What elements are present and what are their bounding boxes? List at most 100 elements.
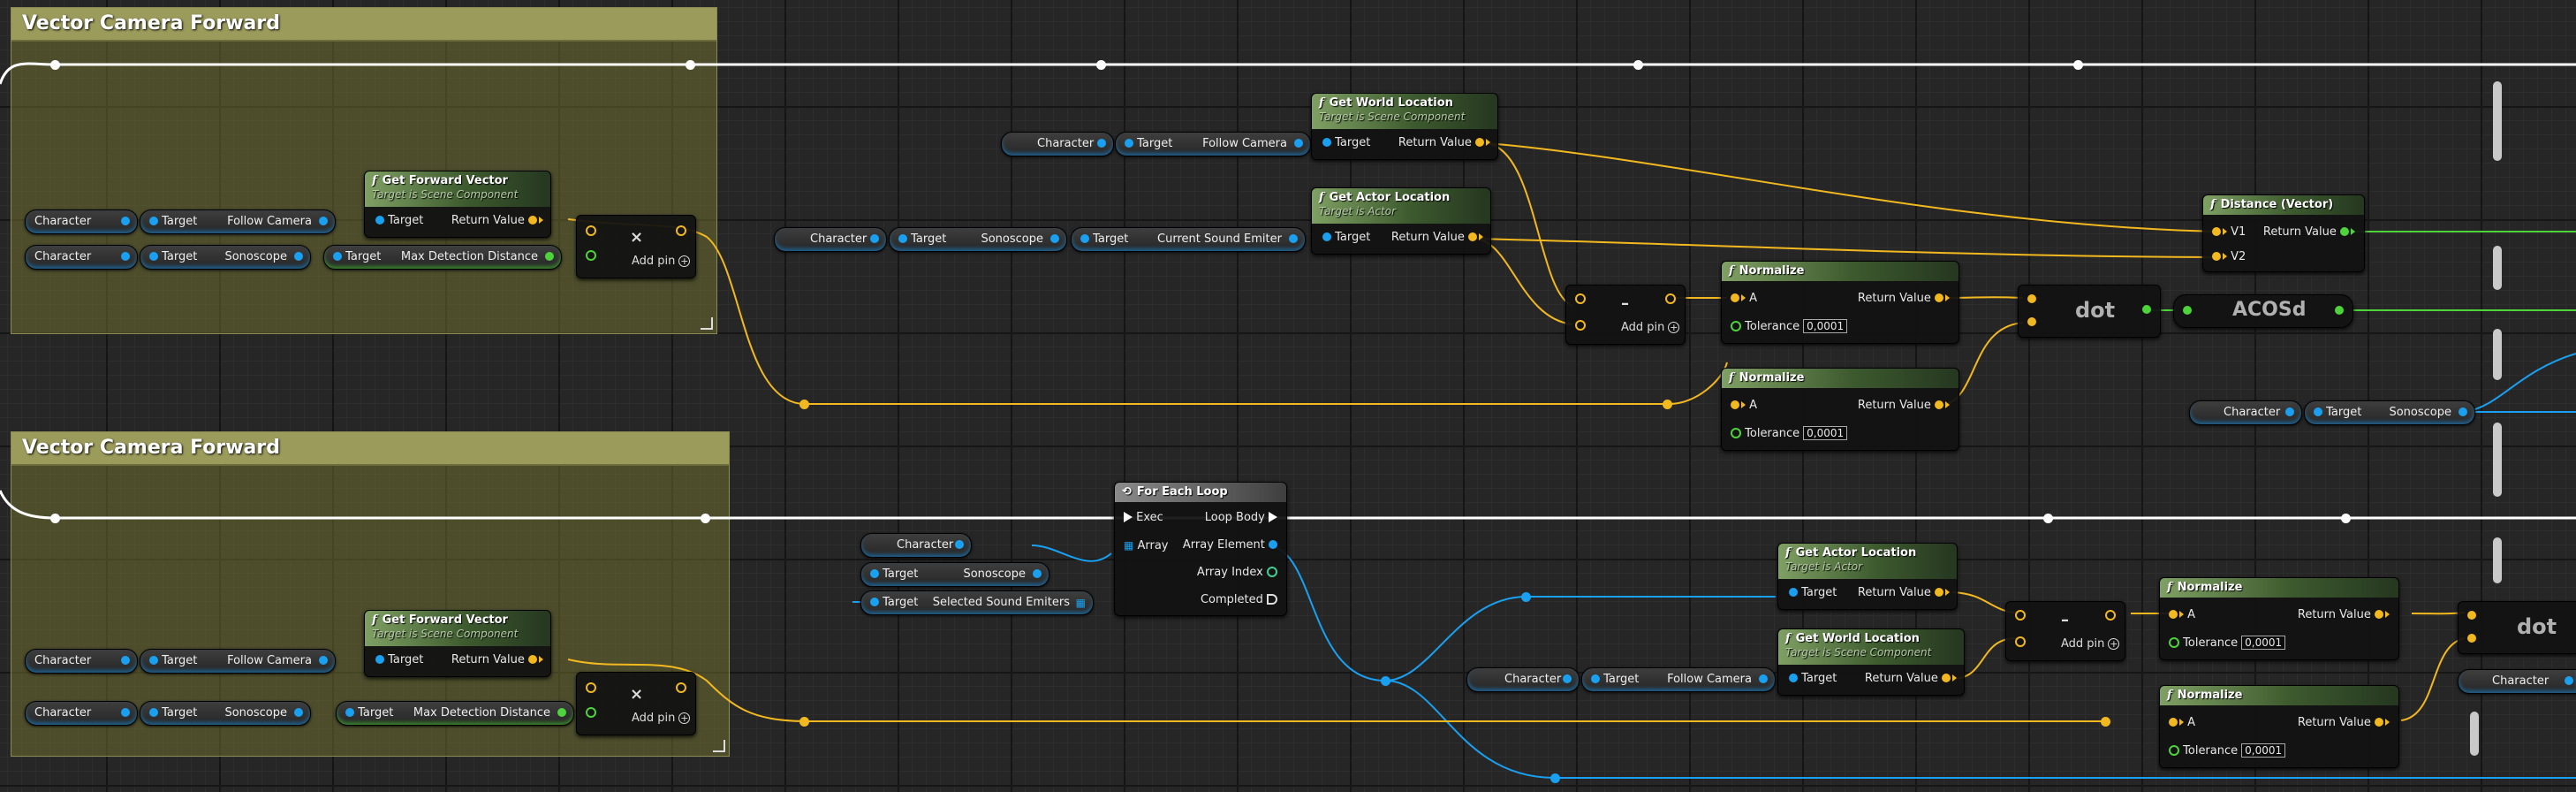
array-input-pin[interactable]: ▦ Array bbox=[1124, 537, 1169, 554]
input-pin-b[interactable] bbox=[586, 704, 596, 722]
target-input-pin[interactable]: Target bbox=[1322, 134, 1370, 152]
sonoscope-getter[interactable]: Target Sonoscope bbox=[860, 562, 1049, 587]
target-input-pin[interactable]: Target bbox=[375, 651, 423, 669]
output-pin[interactable] bbox=[2142, 301, 2151, 319]
return-value-output-pin[interactable]: Return Value bbox=[1398, 134, 1490, 152]
object-pin[interactable] bbox=[121, 650, 130, 673]
reroute-node[interactable] bbox=[1096, 60, 1106, 70]
object-pin[interactable] bbox=[870, 228, 879, 251]
sonoscope-getter[interactable]: Target Sonoscope bbox=[140, 245, 311, 270]
float-pin[interactable] bbox=[545, 246, 554, 269]
target-pin[interactable]: Target bbox=[149, 702, 197, 725]
reroute-node[interactable] bbox=[50, 60, 60, 70]
array-element-output-pin[interactable]: Array Element bbox=[1183, 537, 1277, 554]
float-pin[interactable] bbox=[557, 702, 566, 725]
max-detection-distance-getter[interactable]: Target Max Detection Distance bbox=[323, 245, 562, 270]
return-value-output-pin[interactable]: Return Value bbox=[451, 651, 543, 669]
reroute-node[interactable] bbox=[686, 60, 695, 70]
multiply-node[interactable]: × Add pin+ bbox=[576, 215, 696, 278]
resize-grip[interactable] bbox=[713, 740, 725, 752]
sonoscope-getter[interactable]: Target Sonoscope bbox=[140, 701, 311, 726]
object-pin[interactable] bbox=[955, 534, 964, 557]
b-input-pin[interactable] bbox=[2027, 314, 2036, 331]
sonoscope-getter[interactable]: Target Sonoscope bbox=[889, 227, 1067, 252]
add-pin-button[interactable]: Add pin+ bbox=[2061, 637, 2120, 651]
object-pin[interactable] bbox=[1033, 563, 1042, 586]
reroute-node[interactable] bbox=[701, 514, 710, 523]
character-variable[interactable]: Character bbox=[25, 701, 138, 726]
tolerance-field[interactable]: 0,0001 bbox=[1803, 319, 1848, 333]
subtract-node[interactable]: – Add pin+ bbox=[2005, 601, 2125, 661]
a-input-pin[interactable]: A bbox=[2169, 714, 2195, 732]
comment-box-top[interactable]: Vector Camera Forward bbox=[11, 7, 717, 334]
character-variable[interactable]: Character bbox=[25, 245, 138, 270]
loop-body-output-pin[interactable]: Loop Body bbox=[1205, 509, 1277, 527]
input-pin-a[interactable] bbox=[1575, 291, 1586, 308]
a-input-pin[interactable]: A bbox=[2169, 606, 2195, 624]
target-pin[interactable]: Target bbox=[898, 228, 946, 251]
return-value-output-pin[interactable]: Return Value bbox=[2298, 714, 2390, 732]
character-variable[interactable]: Character bbox=[25, 649, 138, 674]
return-value-output-pin[interactable]: Return Value bbox=[1865, 670, 1957, 688]
output-pin[interactable] bbox=[676, 680, 686, 697]
object-pin[interactable] bbox=[121, 702, 130, 725]
reroute-node[interactable] bbox=[2341, 514, 2351, 523]
output-pin[interactable] bbox=[2335, 302, 2344, 320]
character-variable[interactable]: Character bbox=[1466, 667, 1580, 692]
acosd-node[interactable]: ACOSd bbox=[2173, 294, 2353, 328]
object-pin[interactable] bbox=[1563, 668, 1572, 691]
return-value-output-pin[interactable]: Return Value bbox=[1858, 397, 1950, 415]
character-variable[interactable]: Character bbox=[860, 533, 972, 558]
array-pin[interactable]: ▦ bbox=[1075, 597, 1086, 609]
return-value-output-pin[interactable]: Return Value bbox=[2298, 606, 2390, 624]
dot-product-node[interactable]: dot bbox=[2018, 285, 2161, 338]
follow-camera-getter[interactable]: Target Follow Camera bbox=[1581, 667, 1776, 692]
character-variable[interactable]: Character bbox=[2458, 669, 2576, 694]
object-pin[interactable] bbox=[1050, 228, 1059, 251]
character-variable[interactable]: Character bbox=[1001, 132, 1114, 156]
target-input-pin[interactable]: Target bbox=[1322, 229, 1370, 247]
input-pin-b[interactable] bbox=[2015, 634, 2026, 651]
object-pin[interactable] bbox=[2459, 401, 2467, 424]
selected-sound-emiters-getter[interactable]: Target Selected Sound Emiters ▦ bbox=[860, 590, 1094, 615]
sonoscope-getter[interactable]: Target Sonoscope bbox=[2304, 400, 2475, 425]
object-pin[interactable] bbox=[121, 246, 130, 269]
for-each-loop-node[interactable]: ⟲For Each Loop Exec ▦ Array Loop Body Ar… bbox=[1114, 482, 1287, 616]
target-pin[interactable]: Target bbox=[1080, 228, 1128, 251]
target-pin[interactable]: Target bbox=[345, 702, 393, 725]
follow-camera-getter[interactable]: Target Follow Camera bbox=[1115, 132, 1311, 156]
reroute-node[interactable] bbox=[1550, 773, 1560, 783]
v1-input-pin[interactable]: V1 bbox=[2212, 224, 2246, 241]
dot-product-node[interactable]: dot bbox=[2458, 601, 2576, 654]
target-pin[interactable]: Target bbox=[1125, 133, 1172, 156]
reroute-node[interactable] bbox=[1633, 60, 1643, 70]
output-pin[interactable] bbox=[1665, 291, 1676, 308]
reroute-node[interactable] bbox=[2073, 60, 2083, 70]
add-pin-button[interactable]: Add pin+ bbox=[632, 255, 691, 268]
target-input-pin[interactable]: Target bbox=[1789, 670, 1837, 688]
object-pin[interactable] bbox=[1759, 668, 1768, 691]
object-pin[interactable] bbox=[1289, 228, 1298, 251]
input-pin[interactable] bbox=[2183, 302, 2192, 320]
input-pin-a[interactable] bbox=[586, 223, 596, 240]
reroute-node[interactable] bbox=[799, 400, 809, 409]
tolerance-field[interactable]: 0,0001 bbox=[1803, 426, 1848, 440]
reroute-node[interactable] bbox=[2043, 514, 2053, 523]
input-pin-b[interactable] bbox=[1575, 317, 1586, 335]
subtract-node[interactable]: – Add pin+ bbox=[1565, 285, 1686, 345]
add-pin-button[interactable]: Add pin+ bbox=[1621, 321, 1680, 334]
target-pin[interactable]: Target bbox=[2314, 401, 2361, 424]
return-value-output-pin[interactable]: Return Value bbox=[2263, 224, 2355, 241]
target-pin[interactable]: Target bbox=[870, 591, 918, 614]
target-pin[interactable]: Target bbox=[1591, 668, 1639, 691]
reroute-node[interactable] bbox=[1663, 400, 1672, 409]
